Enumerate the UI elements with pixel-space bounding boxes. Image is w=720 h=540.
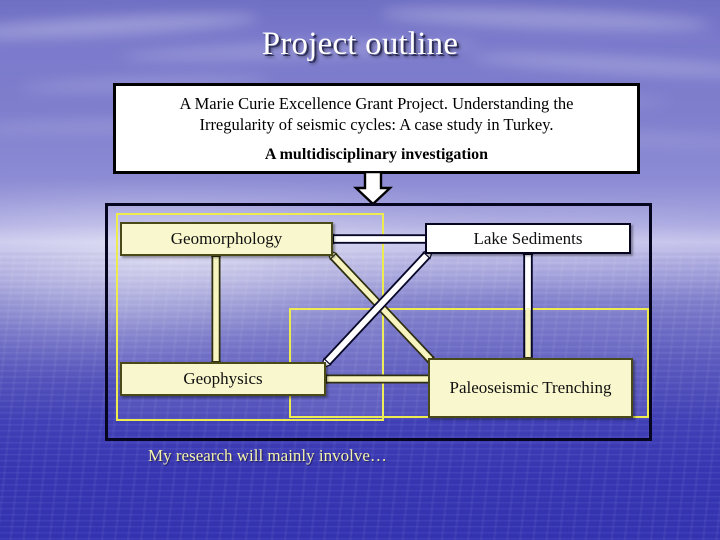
intro-emphasis: A multidisciplinary investigation — [264, 146, 489, 163]
intro-line-1: A Marie Curie Excellence Grant Project. … — [179, 94, 574, 113]
intro-text-box: A Marie Curie Excellence Grant Project. … — [113, 83, 640, 174]
water-shimmer — [0, 258, 360, 378]
node-label: Geophysics — [183, 369, 263, 388]
diagram-node-paleoseismic-trenching[interactable]: Paleoseismic Trenching — [428, 358, 633, 418]
diagram-node-lake-sediments[interactable]: Lake Sediments — [425, 223, 631, 254]
node-label: Lake Sediments — [473, 228, 583, 248]
flow-down-arrow-icon — [352, 172, 394, 206]
node-label: Geomorphology — [170, 229, 283, 248]
diagram-node-geomorphology[interactable]: Geomorphology — [120, 222, 333, 256]
diagram-outer-frame — [105, 203, 652, 441]
node-label: Paleoseismic Trenching — [449, 378, 612, 397]
diagram-node-geophysics[interactable]: Geophysics — [120, 362, 326, 396]
slide-caption: My research will mainly involve… — [148, 446, 387, 465]
intro-line-2: Irregularity of seismic cycles: A case s… — [199, 115, 554, 134]
slide-title: Project outline — [261, 26, 459, 62]
